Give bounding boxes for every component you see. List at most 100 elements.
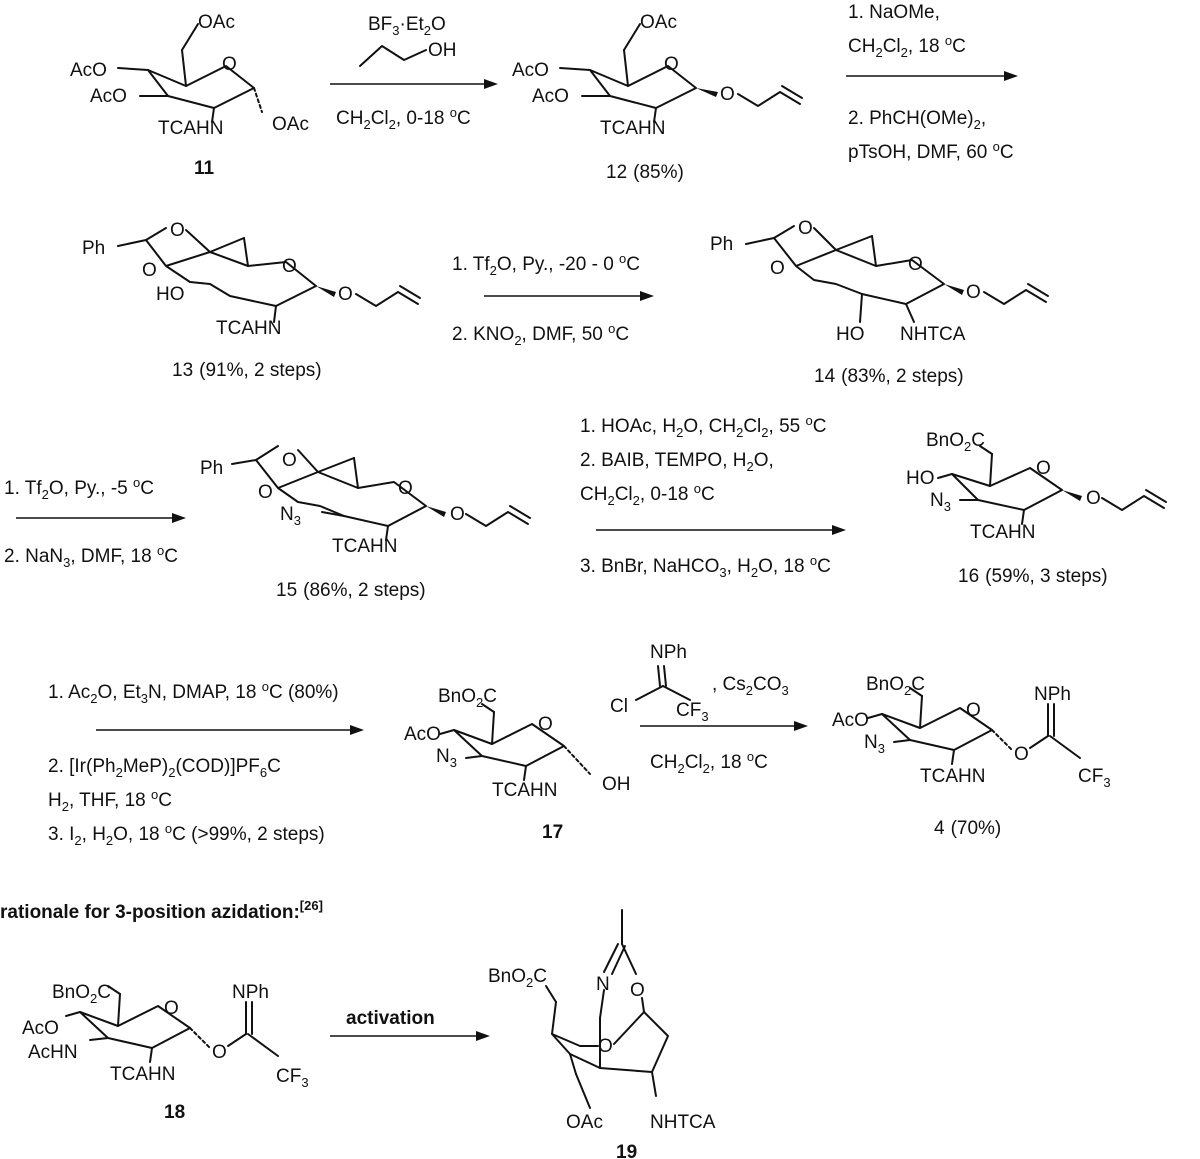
c4-aco: AcO [832,710,869,731]
c4-nh: TCAHN [920,766,985,787]
c12-label: 12 [606,162,627,183]
c18-cf: CF [276,1066,301,1087]
svg-text:N3: N3 [930,490,951,514]
c13-oa: O [170,220,185,241]
c4-n3: N [864,732,878,753]
c15-yield: (86%, 2 steps) [303,580,426,601]
c14-oa: O [798,218,813,239]
c13-label: 13 [172,360,193,381]
r1-bf3: BF [368,14,392,35]
r1-o: O [431,14,446,35]
c12-aco4: AcO [512,60,549,81]
c19-label: 19 [616,1142,637,1159]
r2-s1a: 1. NaOMe, [848,2,940,23]
c19-oac: OAc [566,1112,603,1133]
svg-text:H2, THF, 18 oC: H2, THF, 18 oC [48,787,172,814]
c15-nh: TCAHN [332,536,397,557]
c12-yield: (85%) [633,162,684,183]
c13-ph: Ph [82,238,105,259]
svg-text:3. I2, H2O, 18 oC (>99%, 2 st: 3. I2, H2O, 18 oC (>99%, 2 steps) [48,821,325,848]
compound-16: BnO2C HO N3 O O TCAHN 16(59%, 3 steps) [906,430,1167,587]
svg-text:BF3·Et2O: BF3·Et2O [368,14,446,38]
c4-label: 4 [934,818,945,839]
c11-o5: O [222,54,237,75]
svg-text:, Cs2CO3: , Cs2CO3 [712,674,789,698]
c19-n: N [596,974,610,995]
svg-text:4(70%): 4(70%) [934,818,1001,839]
c4-nph: NPh [1034,684,1071,705]
c14-o1: O [966,282,981,303]
r1-et2o: ·Et [400,14,425,35]
reaction-arrow-5: 1. HOAc, H2O, CH2Cl2, 55 oC 2. BAIB, TEM… [580,413,846,580]
svg-text:3. BnBr, NaHCO3, H2O, 18 oC: 3. BnBr, NaHCO3, H2O, 18 oC [580,553,831,580]
c17-o5: O [538,714,553,735]
c16-yield: (59%, 3 steps) [985,566,1108,587]
c4-cf: CF [1078,766,1103,787]
c14-label: 14 [814,366,836,387]
c16-n3: N [930,490,944,511]
compound-15: Ph O O O O N3 TCAHN 15(86%, 2 steps) [200,445,531,601]
svg-text:1. HOAc, H2O, CH2Cl2, 55 oC: 1. HOAc, H2O, CH2Cl2, 55 oC [580,413,826,440]
c4-bn: BnO [866,674,904,695]
c16-ho: HO [906,468,935,489]
svg-text:16(59%, 3 steps): 16 (59%, 3 steps) [958,566,1108,587]
c15-ob: O [258,482,273,503]
c15-n3: N [280,504,294,525]
c17-label: 17 [542,822,563,843]
svg-text:pTsOH, DMF, 60 oC: pTsOH, DMF, 60 oC [848,139,1014,163]
compound-17: BnO2C AcO N3 O TCAHN OH 17 [404,686,631,843]
compound-11: OAc AcO AcO O TCAHN OAc 11 [70,12,309,179]
c15-label: 15 [276,580,297,601]
c11-oac1: OAc [272,114,309,135]
svg-text:N3: N3 [436,746,457,770]
svg-text:CH2Cl2, 0-18 oC: CH2Cl2, 0-18 oC [580,481,715,508]
c14-yield: (83%, 2 steps) [841,366,964,387]
svg-text:1. Tf2O, Py., -20 - 0 oC: 1. Tf2O, Py., -20 - 0 oC [452,251,640,278]
svg-text:2. KNO2, DMF, 50 oC: 2. KNO2, DMF, 50 oC [452,321,629,348]
c13-o1: O [338,284,353,305]
c15-o5: O [398,478,413,499]
r1-cond: , 0-18 [396,108,450,129]
c17-n3: N [436,746,450,767]
c12-o5: O [664,54,679,75]
c19-nhtca: NHTCA [650,1112,716,1133]
c18-nph: NPh [232,982,269,1003]
r1-sub3: 3 [392,23,399,38]
c14-ob: O [770,258,785,279]
c18-aco: AcO [22,1018,59,1039]
r7-cf: CF [676,700,701,721]
c18-label: 18 [164,1102,185,1123]
c18-o1: O [212,1042,227,1063]
c13-ho: HO [156,284,185,305]
c17-oh: OH [602,774,631,795]
reaction-arrow-1: BF3·Et2O OH CH2Cl2, 0-18 oC [330,14,498,132]
c4-o5: O [966,700,981,721]
r7-cl: Cl [610,696,628,717]
compound-13: Ph O O O O HO TCAHN 13(91%, 2 steps) [82,220,421,381]
c19-oring: O [598,1036,613,1057]
compound-4: BnO2C AcO N3 O NPh O TCAHN CF3 4(70%) [832,674,1111,839]
svg-text:N3: N3 [280,504,301,528]
c4-o1: O [1014,744,1029,765]
c18-nh: TCAHN [110,1064,175,1085]
rationale-title: rationale for 3-position azidation: [0,902,300,923]
c14-ph: Ph [710,234,733,255]
r1-ch: CH [336,108,363,129]
compound-19: BnO2C N O O OAc NHTCA 19 [488,909,716,1159]
r8-label: activation [346,1008,435,1029]
svg-text:BnO2C: BnO2C [438,686,497,710]
c16-o5: O [1036,458,1051,479]
svg-text:BnO2C: BnO2C [866,674,925,698]
c12-aco3: AcO [532,86,569,107]
svg-text:15(86%, 2 steps): 15 (86%, 2 steps) [276,580,426,601]
reaction-arrow-8: activation [330,1008,490,1041]
c16-label: 16 [958,566,979,587]
reaction-arrow-3: 1. Tf2O, Py., -20 - 0 oC 2. KNO2, DMF, 5… [452,251,654,348]
svg-text:CF3: CF3 [1078,766,1111,790]
reaction-arrow-7: NPh Cl CF3 , Cs2CO3 CH2Cl2, 18 oC [610,642,808,776]
c16-o1: O [1086,488,1101,509]
c13-yield: (91%, 2 steps) [199,360,322,381]
r7-nph: NPh [650,642,687,663]
svg-text:2. [Ir(Ph2MeP)2(COD)]PF6C: 2. [Ir(Ph2MeP)2(COD)]PF6C [48,756,281,780]
